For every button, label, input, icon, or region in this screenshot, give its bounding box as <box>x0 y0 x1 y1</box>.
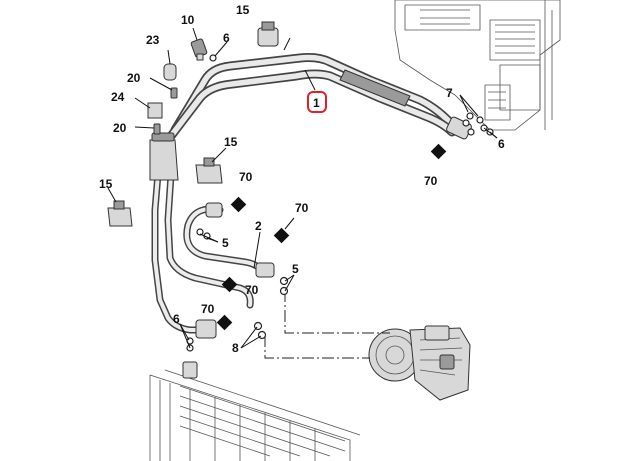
callout-6-right[interactable]: 6 <box>498 137 505 151</box>
callout-5-upper[interactable]: 5 <box>222 236 229 250</box>
callout-15-top[interactable]: 15 <box>236 3 250 17</box>
callout-24[interactable]: 24 <box>111 90 125 104</box>
callout-1[interactable]: 1 <box>313 96 320 110</box>
hose-2 <box>183 202 275 278</box>
callout-70-bottom[interactable]: 70 <box>201 302 215 316</box>
small-parts <box>107 21 494 340</box>
hose-1 <box>163 53 475 145</box>
liquid-line <box>149 132 254 352</box>
marker-70-center <box>273 227 290 244</box>
condenser <box>149 361 361 461</box>
marker-70-mid <box>230 196 247 213</box>
callout-70-lower[interactable]: 70 <box>245 283 259 297</box>
torque-markers <box>216 143 447 331</box>
leader-lines <box>107 27 498 349</box>
callout-70-right[interactable]: 70 <box>424 174 438 188</box>
callout-5-lower[interactable]: 5 <box>292 262 299 276</box>
callout-2[interactable]: 2 <box>255 219 262 233</box>
marker-70-right <box>430 143 447 160</box>
callout-7[interactable]: 7 <box>446 86 453 100</box>
callout-23[interactable]: 23 <box>146 33 160 47</box>
callout-20-upper[interactable]: 20 <box>127 71 141 85</box>
callout-6-top[interactable]: 6 <box>223 31 230 45</box>
callout-20-lower[interactable]: 20 <box>113 121 127 135</box>
callout-70-center[interactable]: 70 <box>295 201 309 215</box>
callout-15-left[interactable]: 15 <box>99 177 113 191</box>
callout-labels: 1 15 10 6 23 20 24 20 15 15 7 6 70 70 70… <box>99 3 505 355</box>
callout-15-mid[interactable]: 15 <box>224 135 238 149</box>
compressor-leaders <box>264 290 390 359</box>
marker-70-lower <box>221 276 238 293</box>
callout-10[interactable]: 10 <box>181 13 195 27</box>
highlight-box <box>307 91 327 113</box>
callout-70-mid[interactable]: 70 <box>239 170 253 184</box>
marker-70-bottom <box>216 314 233 331</box>
callout-8[interactable]: 8 <box>232 341 239 355</box>
compressor <box>368 325 471 401</box>
callout-6-bottom[interactable]: 6 <box>173 312 180 326</box>
condenser-port <box>182 361 198 379</box>
